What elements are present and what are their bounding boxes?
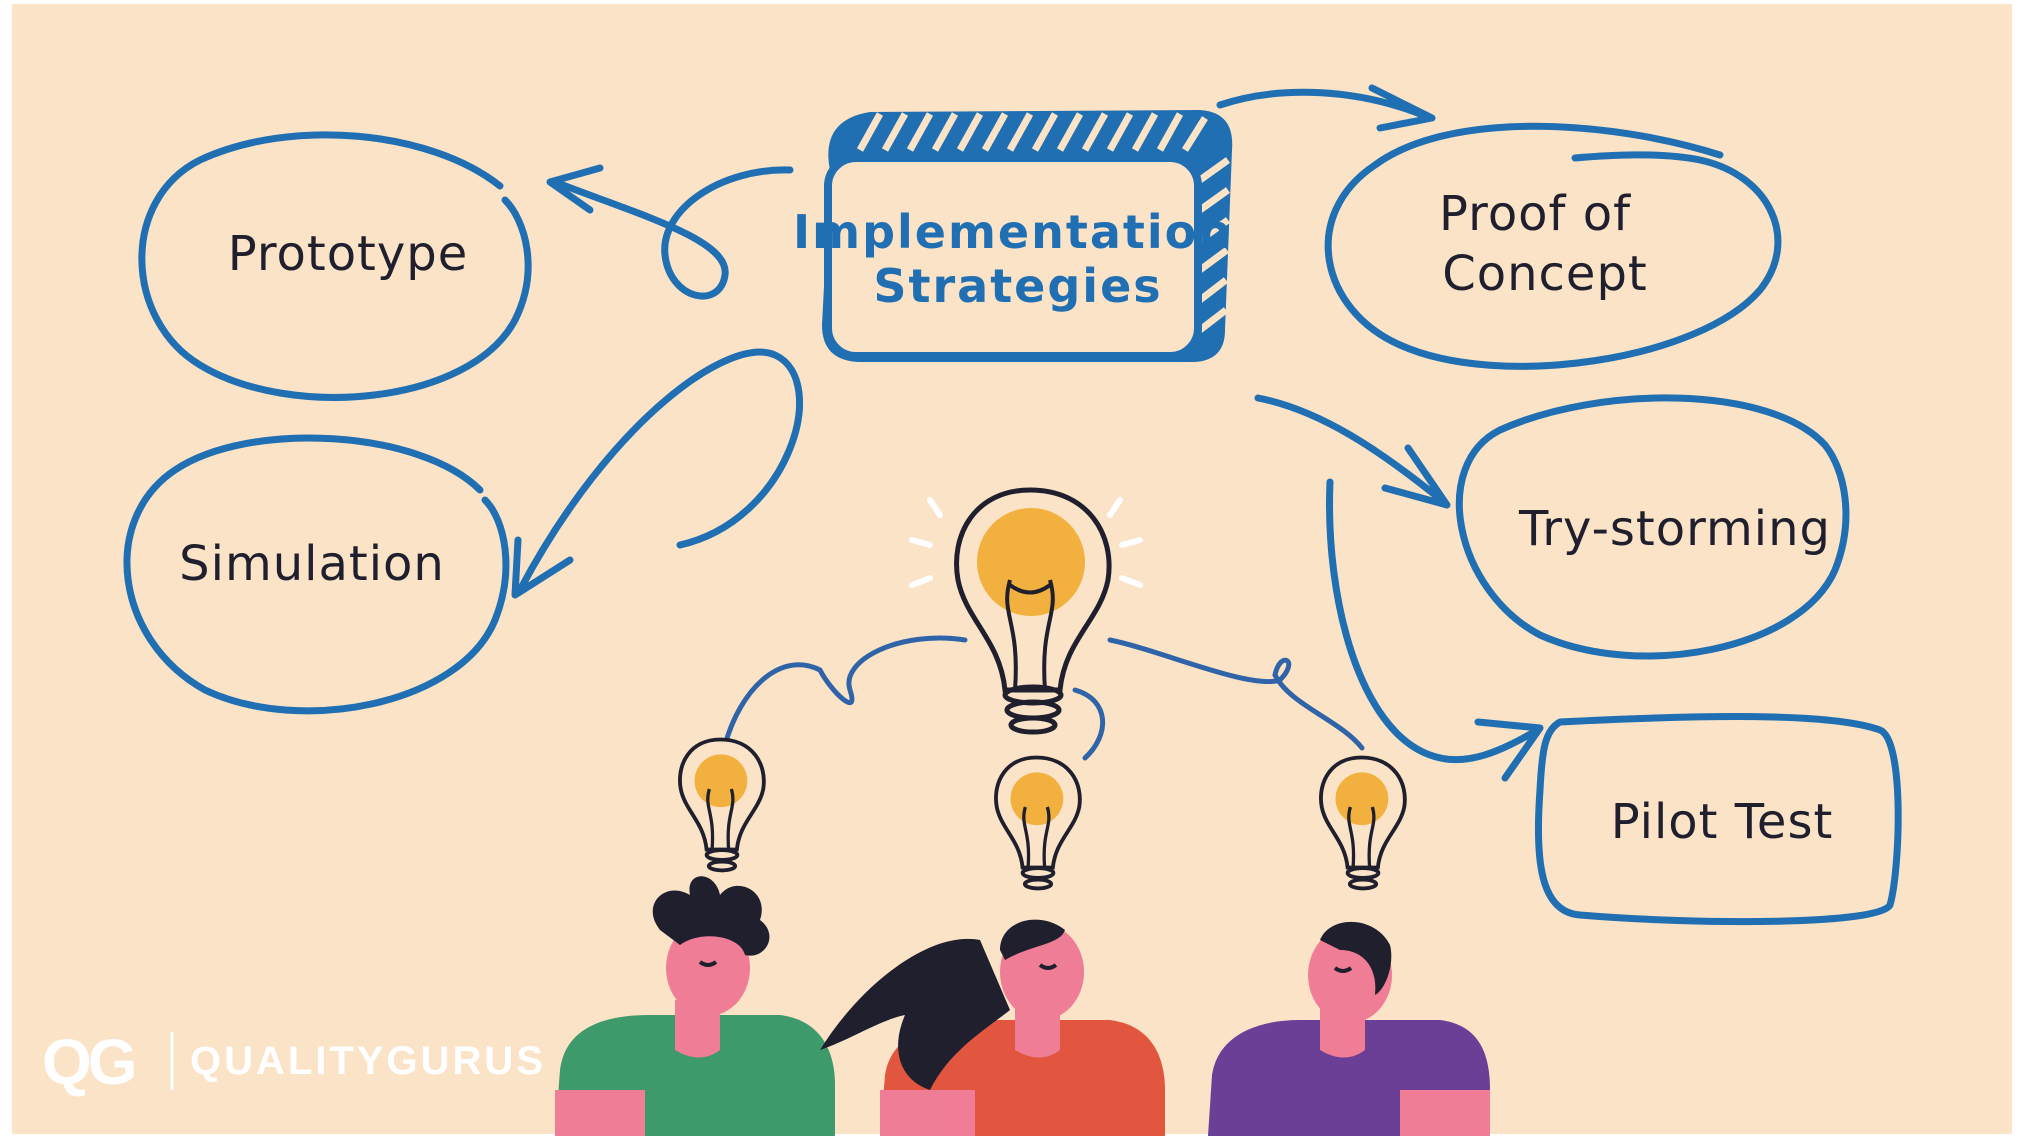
center-label-line1: Implementation: [793, 205, 1233, 259]
person-illustration-left: [555, 876, 835, 1136]
arrow-to-pilot-test: [1326, 478, 1544, 782]
node-prototype: Prototype: [138, 131, 532, 401]
node-pilot-test-label: Pilot Test: [1611, 794, 1834, 850]
bulb-connectors: [722, 635, 1365, 761]
lightbulb-icon-small-left: [678, 737, 766, 873]
node-pilot-test: Pilot Test: [1534, 713, 1902, 926]
arrow-to-try-storming: [1254, 394, 1451, 509]
node-proof-of-concept: Proof of Concept: [1324, 122, 1782, 370]
person-illustration-right: [1208, 921, 1490, 1136]
logo-mark: QG: [42, 1026, 134, 1098]
logo: QG QUALITYGURUS: [42, 1026, 546, 1098]
arrow-to-proof-of-concept: [1216, 84, 1436, 132]
node-proof-of-concept-label-line1: Proof of: [1439, 186, 1631, 242]
node-simulation-label: Simulation: [179, 536, 445, 592]
node-try-storming-label: Try-storming: [1518, 501, 1831, 557]
lightbulb-icon-small-middle: [994, 755, 1082, 891]
node-try-storming: Try-storming: [1455, 394, 1850, 660]
lightbulb-icon: [909, 487, 1143, 735]
node-proof-of-concept-label-line2: Concept: [1442, 246, 1648, 302]
node-simulation: Simulation: [123, 434, 510, 715]
center-label-line2: Strategies: [873, 259, 1162, 313]
logo-name: QUALITYGURUS: [190, 1039, 546, 1083]
center-node: Implementation Strategies: [793, 110, 1233, 362]
node-prototype-label: Prototype: [228, 226, 469, 282]
arrow-to-prototype: [546, 164, 794, 300]
lightbulb-icon-small-right: [1319, 755, 1407, 891]
arrow-to-simulation: [511, 348, 803, 599]
person-illustration-middle: [820, 919, 1165, 1136]
